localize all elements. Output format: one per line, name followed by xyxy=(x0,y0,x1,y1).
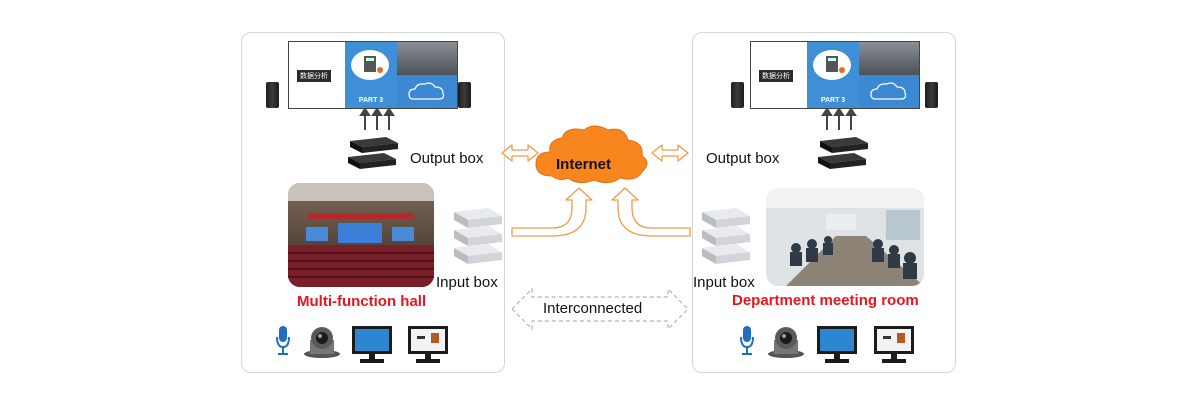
left-output-double-arrow xyxy=(501,144,539,162)
right-room-name: Department meeting room xyxy=(732,292,919,309)
speaker-icon xyxy=(458,82,471,108)
speaker-icon xyxy=(731,82,744,108)
right-up-arrows-icon xyxy=(821,108,857,130)
monitor-stand xyxy=(825,359,849,363)
screen-meeting-photo xyxy=(859,42,919,75)
screen-tag-label: 数据分析 xyxy=(297,70,331,82)
right-input-box-label: Input box xyxy=(693,274,755,291)
desktop-monitor-icon xyxy=(408,326,448,354)
screen-meeting-photo xyxy=(397,42,457,75)
right-input-curved-arrow xyxy=(611,187,691,237)
cloud-graphic-icon xyxy=(397,75,457,108)
left-input-curved-arrow xyxy=(511,187,593,237)
ptz-camera-icon xyxy=(304,327,340,358)
screen-blue-panel: PART 3 xyxy=(345,42,397,108)
monitor-neck xyxy=(891,354,897,360)
monitor-stand xyxy=(416,359,440,363)
monitor-stand xyxy=(360,359,384,363)
left-room-name: Multi-function hall xyxy=(297,293,427,310)
speaker-icon xyxy=(925,82,938,108)
desktop-monitor-icon xyxy=(817,326,857,354)
monitor-neck xyxy=(834,354,840,360)
internet-label: Internet xyxy=(556,156,612,173)
right-display-screen: 数据分析 PART 3 xyxy=(750,41,920,109)
left-output-box-label: Output box xyxy=(410,150,484,167)
desktop-monitor-icon xyxy=(874,326,914,354)
interconnected-dashed-arrow xyxy=(511,287,689,331)
left-display-screen: 数据分析 PART 3 xyxy=(288,41,458,109)
monitor-stand xyxy=(882,359,906,363)
input-box-device xyxy=(454,208,502,264)
screen-tag-label: 数据分析 xyxy=(759,70,793,82)
microphone-icon xyxy=(740,326,754,355)
multi-function-hall-photo xyxy=(288,183,434,287)
internet-cloud-icon xyxy=(535,125,648,184)
monitor-neck xyxy=(369,354,375,360)
cloud-graphic-icon xyxy=(859,75,919,108)
right-output-double-arrow xyxy=(651,144,689,162)
department-meeting-room-photo xyxy=(766,188,924,286)
left-up-arrows-icon xyxy=(359,108,395,130)
ptz-camera-icon xyxy=(768,327,804,358)
monitor-neck xyxy=(425,354,431,360)
right-output-box-label: Output box xyxy=(706,150,780,167)
screen-part-label: PART 3 xyxy=(358,97,384,104)
output-box-device xyxy=(818,137,868,169)
calculator-icon xyxy=(813,50,851,80)
output-box-device xyxy=(348,137,398,169)
interconnected-label: Interconnected xyxy=(543,300,643,317)
input-box-device xyxy=(702,208,750,264)
microphone-icon xyxy=(276,326,290,355)
speaker-icon xyxy=(266,82,279,108)
screen-part-label: PART 3 xyxy=(820,97,846,104)
calculator-icon xyxy=(351,50,389,80)
left-input-box-label: Input box xyxy=(436,274,498,291)
screen-blue-panel: PART 3 xyxy=(807,42,859,108)
desktop-monitor-icon xyxy=(352,326,392,354)
